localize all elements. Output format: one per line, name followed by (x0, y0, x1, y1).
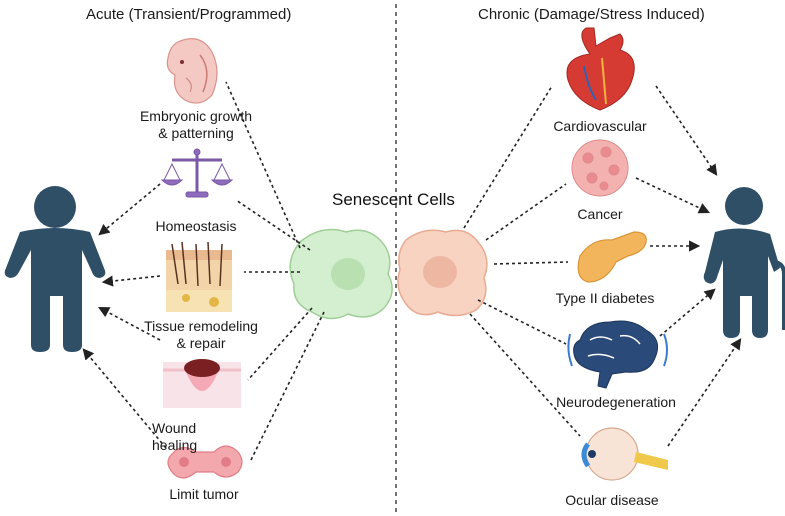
dividing-cell-icon (167, 445, 243, 479)
arrow-tissue-person (101, 275, 161, 287)
arrow-ocular-old (667, 338, 742, 447)
senescent-cell-icon (397, 229, 488, 317)
arrow-cancer (485, 183, 567, 241)
eye-icon (581, 427, 668, 481)
arrow-diabetes (493, 261, 569, 265)
elderly-person-with-cane-icon (703, 187, 785, 338)
arrow-cancer-old (635, 177, 711, 214)
label-tissue-remodeling: Tissue remodeling & repair (144, 318, 258, 351)
arrow-neuro (477, 299, 567, 345)
label-type2-diabetes: Type II diabetes (555, 290, 655, 306)
arrow-homeostasis-person (98, 183, 161, 236)
arrow-homeostasis (235, 199, 311, 251)
label-wound-healing: Wound healing (152, 420, 198, 453)
heart-icon (566, 27, 635, 111)
label-ocular-disease: Ocular disease (565, 492, 659, 508)
chronic-header: Chronic (Damage/Stress Induced) (478, 6, 705, 23)
center-title: Senescent Cells (332, 190, 455, 209)
label-limit-tumor: Limit tumor (169, 486, 239, 502)
arrow-cardio (463, 85, 553, 229)
acute-header: Acute (Transient/Programmed) (86, 6, 292, 23)
young-person-icon (4, 186, 106, 352)
chronic-arrows (463, 85, 742, 447)
pancreas-icon (577, 231, 647, 283)
skin-tissue-icon (166, 241, 232, 312)
label-cardiovascular: Cardiovascular (553, 118, 647, 134)
arrow-embryo (225, 81, 301, 249)
label-neurodegeneration: Neurodegeneration (556, 394, 676, 410)
label-embryonic-growth: Embryonic growth & patterning (139, 108, 253, 141)
arrow-wound (247, 307, 313, 381)
wound-icon (163, 359, 241, 408)
label-homeostasis: Homeostasis (155, 218, 237, 234)
label-cancer: Cancer (577, 206, 623, 222)
brain-icon (567, 320, 668, 389)
tumor-cells-icon (571, 139, 629, 197)
arrow-tumor (249, 311, 325, 463)
embryo-icon (166, 38, 218, 104)
acute-arrows (82, 81, 325, 463)
arrow-tissue2-person (98, 306, 161, 341)
balance-scale-icon (160, 148, 234, 198)
arrow-ocular (469, 313, 581, 437)
healthy-cell-icon (289, 228, 393, 320)
